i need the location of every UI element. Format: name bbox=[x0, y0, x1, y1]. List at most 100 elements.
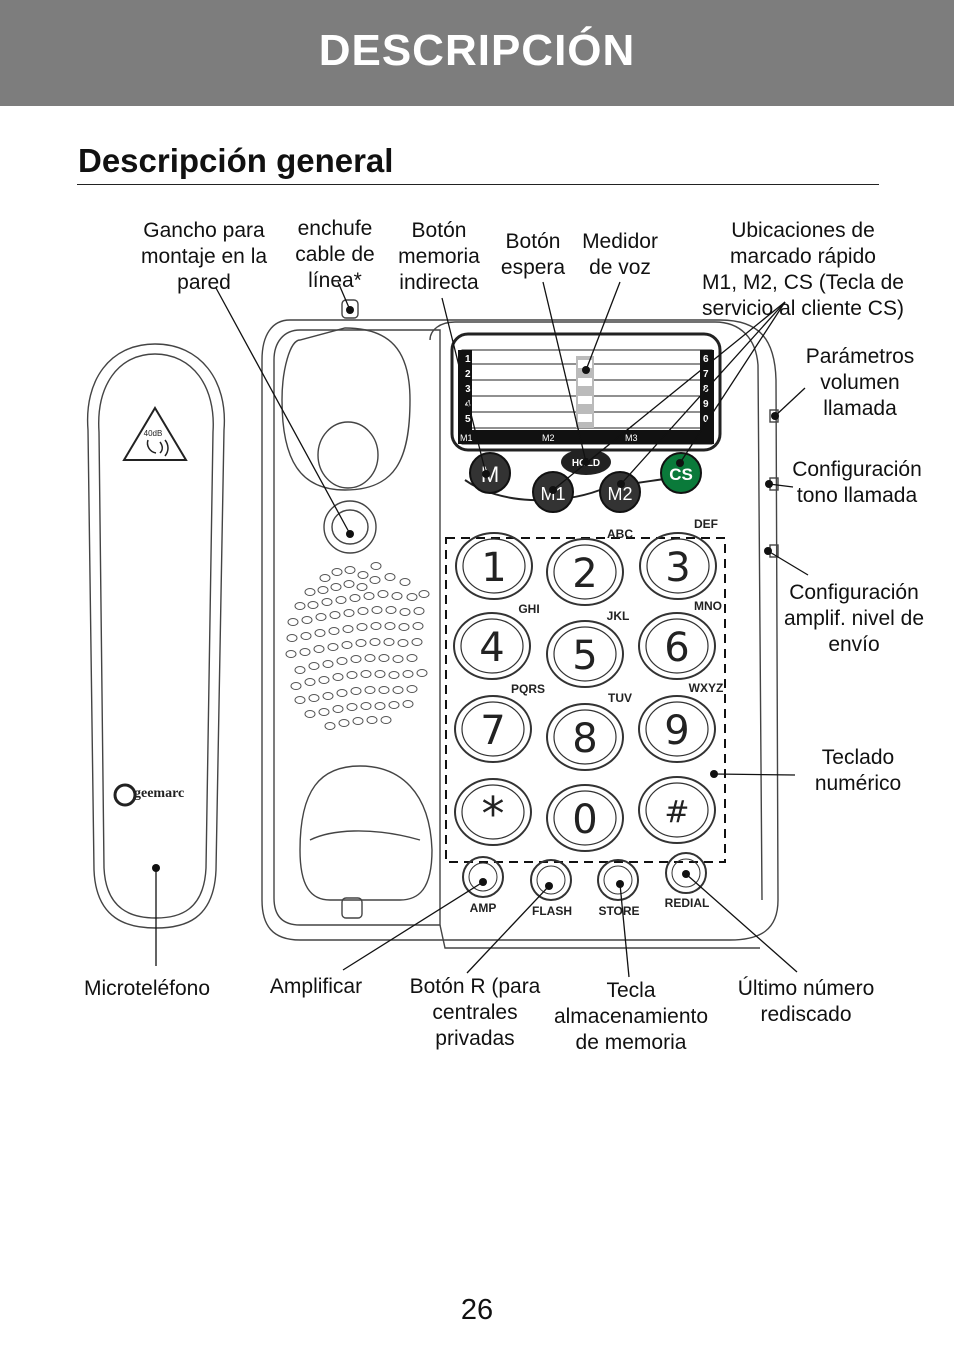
amp-label: AMP bbox=[470, 901, 497, 915]
base-body-outline bbox=[261, 319, 779, 941]
hearing-warning-icon bbox=[122, 406, 188, 461]
key-star[interactable] bbox=[454, 778, 532, 846]
m2-key[interactable] bbox=[599, 471, 641, 513]
key-7-label: 7 bbox=[480, 708, 505, 754]
key-1[interactable] bbox=[455, 532, 533, 600]
page-header: DESCRIPCIÓN bbox=[0, 0, 954, 106]
base-bottom-edge bbox=[439, 924, 760, 949]
key-2-label: 2 bbox=[572, 551, 597, 597]
speaker-holes bbox=[285, 562, 430, 730]
memory-tab-m3: M3 bbox=[625, 433, 638, 443]
key-9[interactable] bbox=[638, 695, 716, 763]
letters-wxyz: WXYZ bbox=[689, 681, 724, 695]
memory-keys: M HOLD M1 M2 CS bbox=[469, 449, 702, 513]
memory-num-3: 3 bbox=[465, 384, 471, 395]
key-1-label: 1 bbox=[481, 545, 506, 591]
key-4[interactable] bbox=[453, 612, 531, 680]
cs-key-label: CS bbox=[669, 465, 693, 484]
m-key[interactable] bbox=[469, 452, 511, 494]
redial-label: REDIAL bbox=[665, 896, 710, 910]
cradle-button bbox=[317, 421, 379, 489]
key-8[interactable] bbox=[546, 703, 624, 771]
key-0-label: 0 bbox=[572, 797, 597, 843]
memory-num-2: 2 bbox=[465, 369, 471, 380]
memory-num-0: 0 bbox=[703, 414, 709, 425]
memory-strip-right bbox=[700, 350, 714, 430]
section-rule bbox=[77, 184, 879, 185]
key-9-label: 9 bbox=[664, 708, 689, 754]
label-handset: Microteléfono bbox=[83, 977, 211, 1000]
lower-cradle bbox=[299, 765, 433, 901]
memory-num-5: 5 bbox=[465, 414, 471, 425]
page-number: 26 bbox=[460, 1294, 494, 1326]
memory-strip-left bbox=[458, 350, 472, 442]
memory-num-1: 1 bbox=[465, 354, 471, 365]
hook-inner bbox=[331, 509, 369, 545]
m-key-label: M bbox=[481, 462, 499, 487]
store-button[interactable] bbox=[597, 859, 639, 901]
letters-pqrs: PQRS bbox=[511, 682, 545, 696]
bottom-tab bbox=[341, 897, 363, 919]
flash-label: FLASH bbox=[532, 904, 572, 918]
letters-mno: MNO bbox=[694, 599, 722, 613]
redial-button[interactable] bbox=[665, 852, 707, 894]
letters-def: DEF bbox=[694, 517, 718, 531]
key-0[interactable] bbox=[546, 784, 624, 852]
key-2[interactable] bbox=[546, 538, 624, 606]
voice-meter bbox=[576, 356, 594, 428]
letters-ghi: GHI bbox=[518, 602, 539, 616]
base-front-panel bbox=[429, 321, 763, 901]
keypad bbox=[453, 532, 717, 852]
flash-button[interactable] bbox=[530, 859, 572, 901]
geemarc-logo bbox=[113, 783, 137, 807]
brand-name: geemarc bbox=[134, 786, 184, 801]
handset-inner-outline bbox=[98, 353, 214, 919]
memory-tab-bar bbox=[458, 430, 714, 444]
key-6[interactable] bbox=[638, 612, 716, 680]
page-title: DESCRIPCIÓN bbox=[318, 26, 636, 75]
key-4-label: 4 bbox=[479, 625, 504, 671]
letters-jkl: JKL bbox=[607, 609, 630, 623]
lower-cradle-lip bbox=[309, 830, 421, 841]
base-inner-outline bbox=[273, 329, 441, 926]
memory-tab-m2: M2 bbox=[542, 433, 555, 443]
hook bbox=[323, 500, 377, 554]
memory-num-7: 7 bbox=[703, 369, 709, 380]
key-5[interactable] bbox=[546, 620, 624, 688]
key-8-label: 8 bbox=[572, 716, 597, 762]
key-star-label: * bbox=[482, 787, 505, 841]
key-3-label: 3 bbox=[665, 545, 690, 591]
letters-tuv: TUV bbox=[608, 691, 632, 705]
key-hash[interactable] bbox=[638, 776, 716, 844]
key-7[interactable] bbox=[454, 695, 532, 763]
amp-button[interactable] bbox=[462, 856, 504, 898]
key-5-label: 5 bbox=[572, 633, 597, 679]
line-jack bbox=[341, 299, 359, 319]
upper-cradle bbox=[281, 327, 411, 491]
handset-badge-text: 40dB bbox=[144, 429, 163, 438]
key-3[interactable] bbox=[639, 532, 717, 600]
section-title: Descripción general bbox=[78, 142, 394, 179]
keypad-frame bbox=[445, 537, 726, 863]
label-amplify: Amplificar bbox=[269, 975, 363, 998]
key-6-label: 6 bbox=[664, 625, 689, 671]
cs-key[interactable] bbox=[660, 452, 702, 494]
letters-abc: ABC bbox=[607, 527, 633, 541]
leader-lines bbox=[155, 281, 809, 978]
key-hash-label: # bbox=[664, 795, 689, 830]
memory-tab-m1: M1 bbox=[460, 433, 473, 443]
store-label: STORE bbox=[598, 904, 639, 918]
